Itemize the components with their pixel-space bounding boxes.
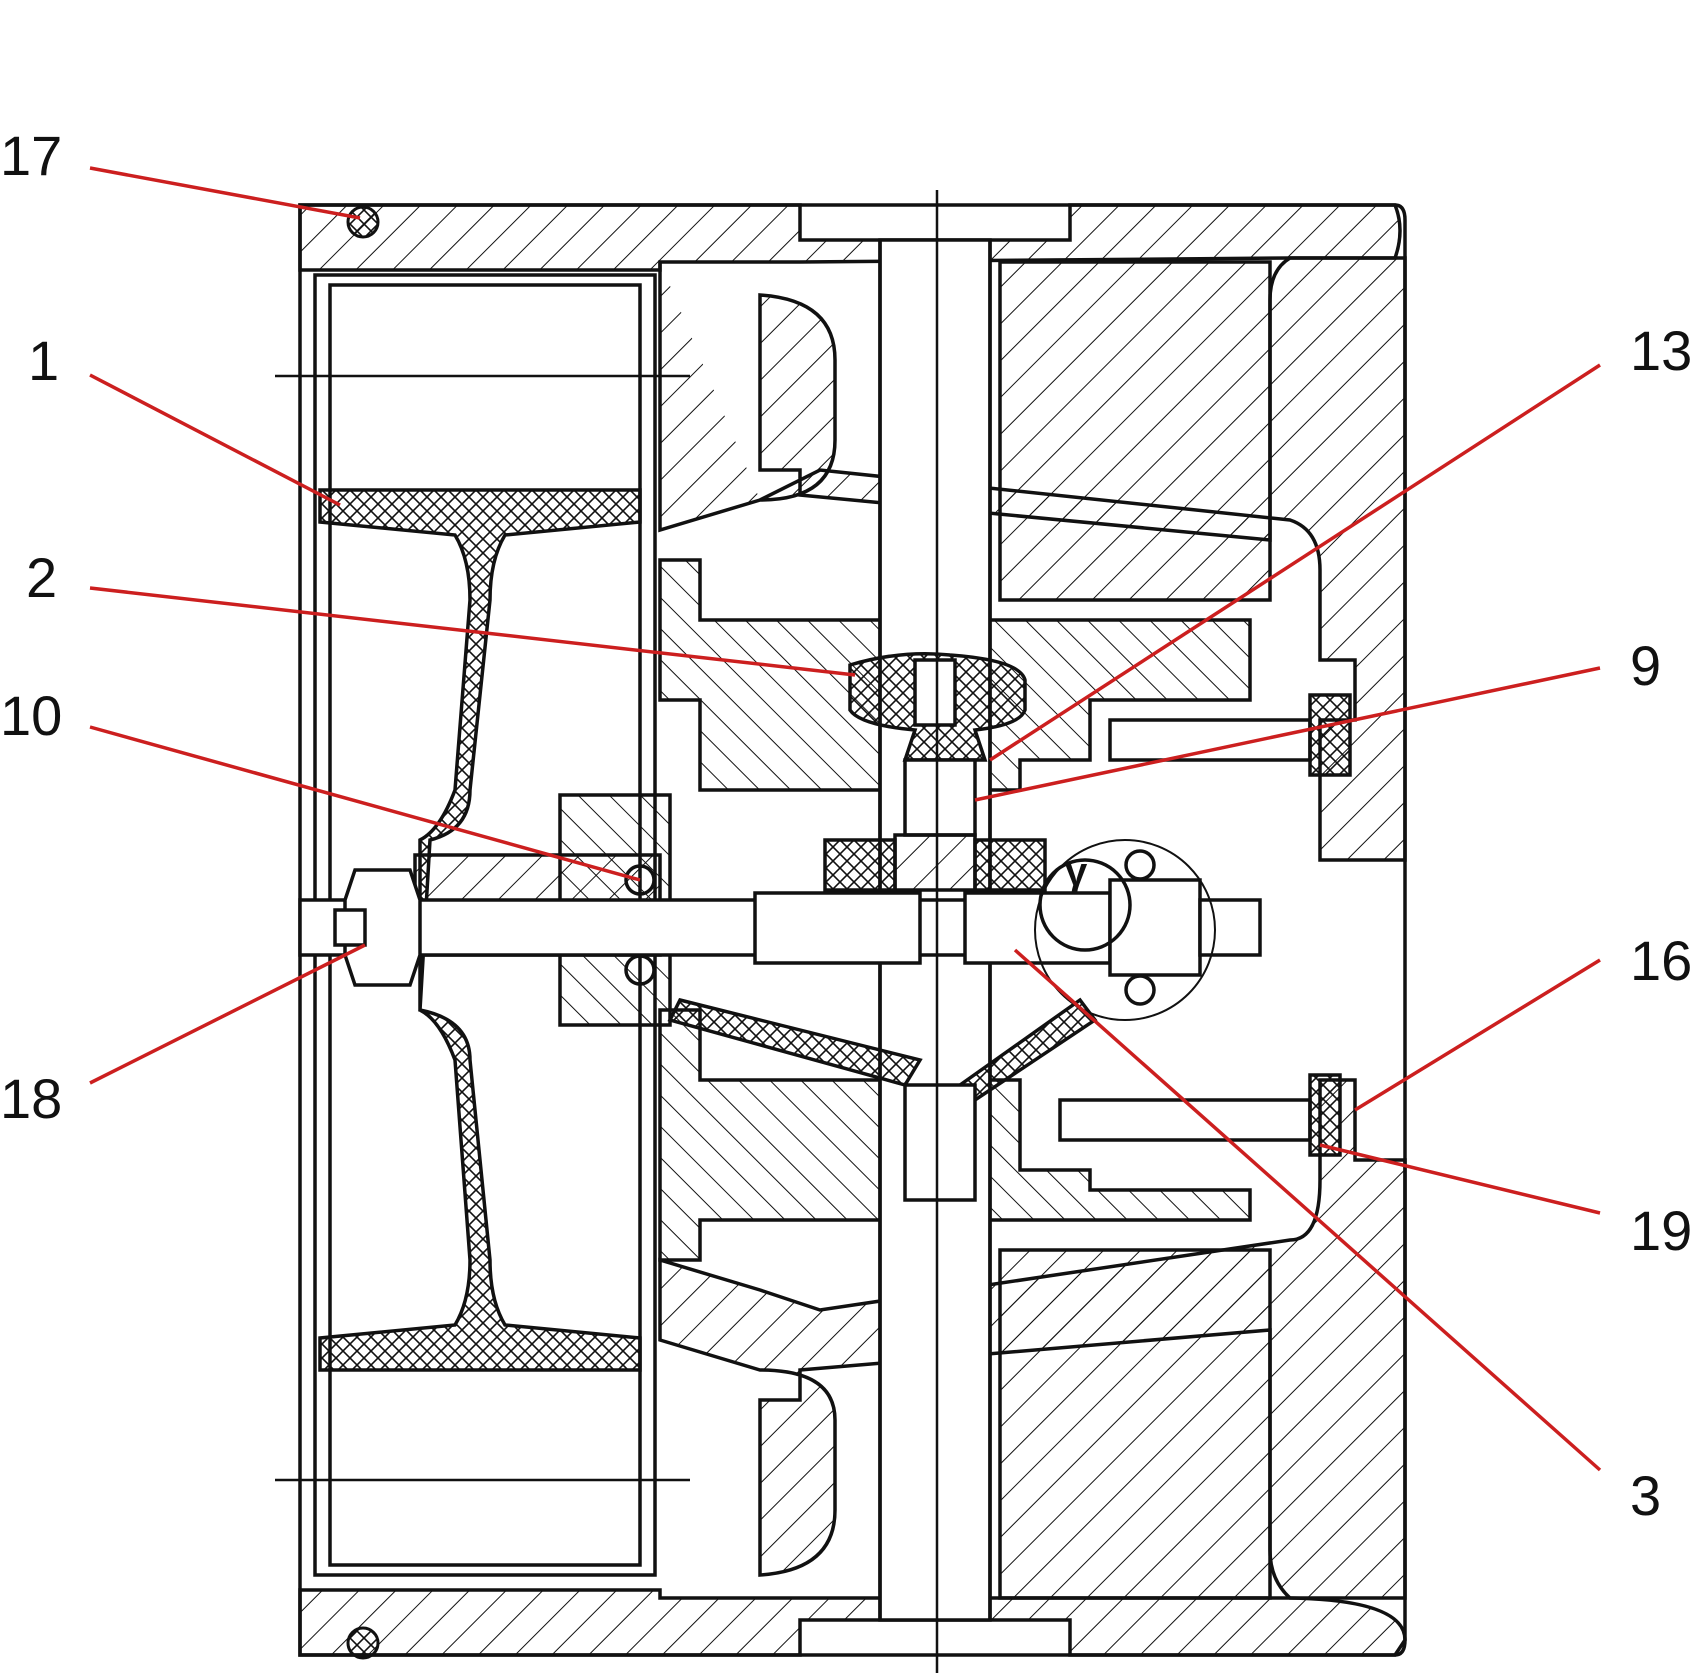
- leader-9: [974, 666, 1601, 802]
- callout-13: 13: [1630, 319, 1690, 382]
- callout-9: 9: [1630, 634, 1661, 697]
- leader-19: [1319, 1143, 1601, 1215]
- callout-19: 19: [1630, 1199, 1690, 1262]
- shaft-assembly: [298, 652, 1352, 1202]
- callout-3: 3: [1630, 1464, 1661, 1527]
- leader-1: [89, 373, 341, 507]
- leader-18: [89, 943, 366, 1085]
- callout-labels: 17 1 2 10 18 13 9 16 19 3 γ: [0, 124, 1690, 1527]
- callout-16: 16: [1630, 929, 1690, 992]
- gamma-label: γ: [1065, 850, 1088, 894]
- leader-10: [89, 725, 641, 882]
- callout-2: 2: [26, 546, 57, 609]
- leader-lines: [89, 166, 1602, 1472]
- callout-18: 18: [0, 1067, 62, 1130]
- callout-1: 1: [28, 329, 59, 392]
- callout-17: 17: [0, 124, 62, 187]
- leader-3: [1013, 948, 1602, 1472]
- o-ring-seals: [346, 205, 380, 1660]
- leader-17: [89, 166, 361, 220]
- leader-16: [1354, 958, 1601, 1112]
- leader-2: [89, 586, 856, 677]
- leader-13: [989, 363, 1601, 762]
- callout-10: 10: [0, 684, 62, 747]
